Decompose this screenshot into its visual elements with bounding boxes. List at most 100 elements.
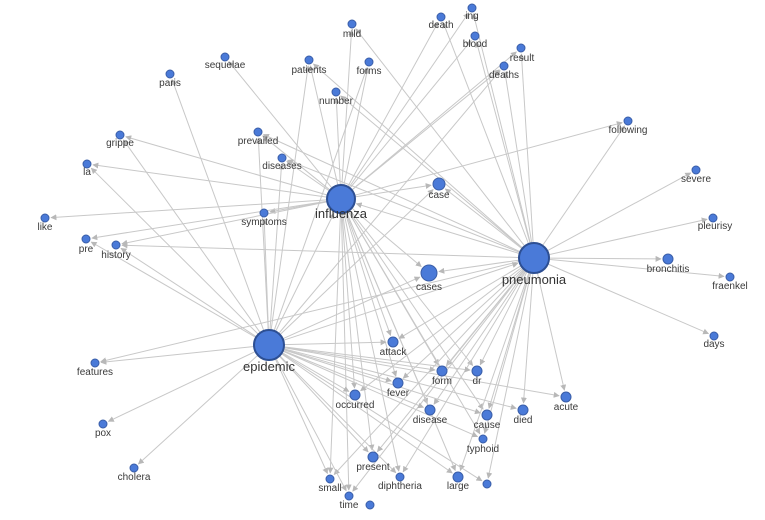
edge-pneumonia-typhoid <box>483 272 531 434</box>
edge-pneumonia-disease <box>433 270 526 405</box>
edge-epidemic-diseases <box>269 163 285 331</box>
edge-pneumonia-cause <box>487 272 531 409</box>
edge-epidemic-present <box>278 355 369 453</box>
edge-epidemic-cases <box>282 276 421 340</box>
node-label-form: form <box>432 376 452 387</box>
node-label-pneumonia: pneumonia <box>502 272 567 287</box>
node-symptoms[interactable] <box>259 208 269 218</box>
node-dr[interactable] <box>471 365 483 377</box>
node-diphtheria[interactable] <box>395 472 405 482</box>
node-history[interactable] <box>111 240 121 250</box>
node-fraenkel[interactable] <box>725 272 735 282</box>
edge-pneumonia-acute <box>536 272 567 391</box>
node-label-pre: pre <box>79 244 94 255</box>
edge-influenza-number <box>333 97 341 186</box>
node-died[interactable] <box>517 404 529 416</box>
node-label-present: present <box>356 462 390 473</box>
node-attack[interactable] <box>387 336 399 348</box>
node-pneumonia[interactable] <box>518 242 550 274</box>
node-pre[interactable] <box>81 234 91 244</box>
node-label-forms: forms <box>357 66 382 77</box>
node-ing[interactable] <box>467 3 477 13</box>
node-epidemic[interactable] <box>253 329 285 361</box>
node-disease[interactable] <box>424 404 436 416</box>
node-occurred[interactable] <box>349 389 361 401</box>
node-unlabeled-2[interactable] <box>365 500 375 510</box>
edge-epidemic-influenza <box>275 212 335 332</box>
node-label-la: la <box>83 167 91 178</box>
edge-influenza-typhoid <box>347 210 481 435</box>
node-label-paris: paris <box>159 78 181 89</box>
node-days[interactable] <box>709 331 719 341</box>
edge-influenza-sequelae <box>228 61 333 189</box>
node-number[interactable] <box>331 87 341 97</box>
node-present[interactable] <box>367 451 379 463</box>
node-death[interactable] <box>436 12 446 22</box>
edge-epidemic-cholera <box>137 354 259 465</box>
node-result[interactable] <box>516 43 526 53</box>
node-deaths[interactable] <box>499 61 509 71</box>
edge-influenza-deaths <box>351 69 500 191</box>
node-label-diphtheria: diphtheria <box>378 481 422 492</box>
edge-pneumonia-attack <box>398 265 522 339</box>
edge-influenza-death <box>347 21 439 187</box>
edge-epidemic-acute <box>283 347 560 398</box>
node-unlabeled[interactable] <box>482 479 492 489</box>
node-label-blood: blood <box>463 39 487 50</box>
node-large[interactable] <box>452 471 464 483</box>
node-cause[interactable] <box>481 409 493 421</box>
edge-influenza-case <box>354 183 432 198</box>
node-pleurisy[interactable] <box>708 213 718 223</box>
edge-influenza-time <box>340 212 352 491</box>
edge-epidemic-time <box>275 358 347 492</box>
edge-influenza-fever <box>344 212 398 377</box>
edge-influenza-blood <box>349 40 472 189</box>
node-label-case: case <box>428 190 450 201</box>
node-paris[interactable] <box>165 69 175 79</box>
node-label-attack: attack <box>380 347 408 358</box>
edge-pneumonia-occurred <box>360 266 523 392</box>
node-label-bronchitis: bronchitis <box>647 264 690 275</box>
node-following[interactable] <box>623 116 633 126</box>
node-case[interactable] <box>432 177 446 191</box>
node-time[interactable] <box>344 491 354 501</box>
node-patients[interactable] <box>304 55 314 65</box>
node-blood[interactable] <box>470 31 480 41</box>
node-label-large: large <box>447 481 470 492</box>
node-bronchitis[interactable] <box>662 253 674 265</box>
node-diseases[interactable] <box>277 153 287 163</box>
node-form[interactable] <box>436 365 448 377</box>
edges-layer <box>50 12 725 492</box>
node-typhoid[interactable] <box>478 434 488 444</box>
edge-epidemic-forms <box>273 67 369 332</box>
node-forms[interactable] <box>364 57 374 67</box>
node-cholera[interactable] <box>129 463 139 473</box>
edge-epidemic-occurred <box>281 352 350 392</box>
node-features[interactable] <box>90 358 100 368</box>
node-like[interactable] <box>40 213 50 223</box>
node-label-disease: disease <box>413 415 448 426</box>
edge-influenza-following <box>354 121 623 196</box>
node-prevailed[interactable] <box>253 127 263 137</box>
edge-influenza-attack <box>345 212 392 336</box>
edge-epidemic-typhoid <box>282 350 479 438</box>
node-mild[interactable] <box>347 19 357 29</box>
node-label-typhoid: typhoid <box>467 444 499 455</box>
edge-influenza-cause <box>348 210 484 410</box>
node-sequelae[interactable] <box>220 52 230 62</box>
node-label-grippe: grippe <box>106 138 134 149</box>
node-fever[interactable] <box>392 377 404 389</box>
node-label-epidemic: epidemic <box>243 359 296 374</box>
node-la[interactable] <box>82 159 92 169</box>
node-acute[interactable] <box>560 391 572 403</box>
node-grippe[interactable] <box>115 130 125 140</box>
node-severe[interactable] <box>691 165 701 175</box>
edge-epidemic-la <box>90 167 259 335</box>
edge-pneumonia-large <box>459 272 530 471</box>
node-label-acute: acute <box>554 402 579 413</box>
node-influenza[interactable] <box>326 184 356 214</box>
node-small[interactable] <box>325 474 335 484</box>
node-label-pox: pox <box>95 428 111 439</box>
node-pox[interactable] <box>98 419 108 429</box>
node-cases[interactable] <box>420 264 438 282</box>
